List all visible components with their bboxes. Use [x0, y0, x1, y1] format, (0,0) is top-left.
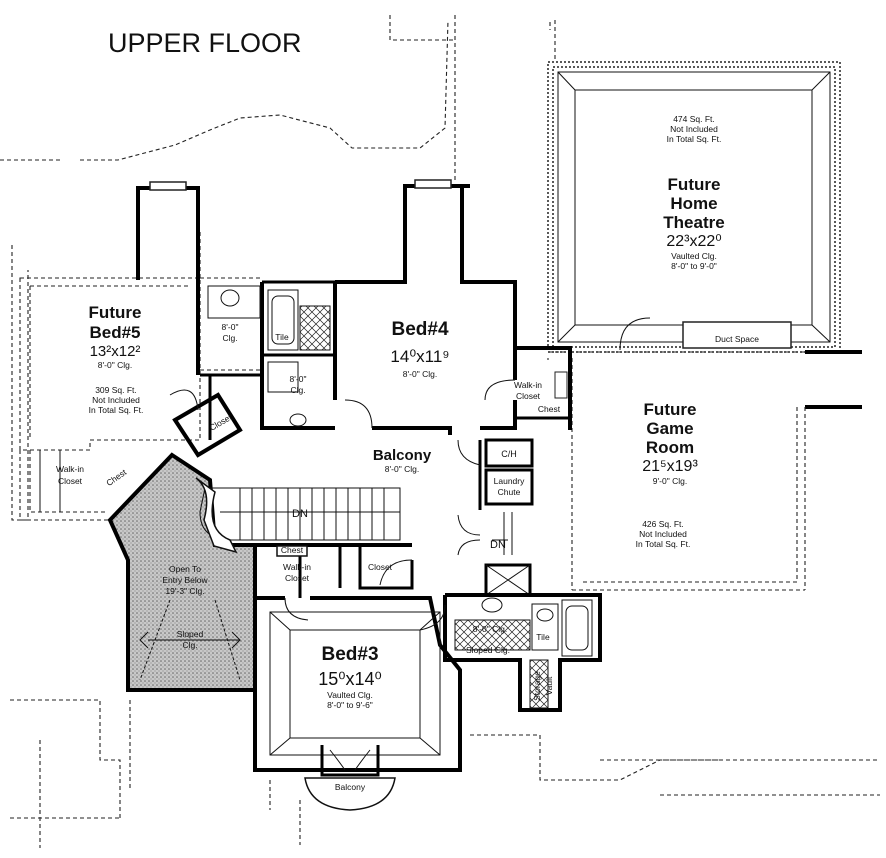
bed4-size: 14⁰x11⁹ — [390, 347, 449, 366]
open-entry-line2: Entry Below — [162, 575, 208, 585]
game-name-line1: Future — [644, 400, 697, 419]
bath-clg-label: Clg. — [290, 385, 305, 395]
storage-vault-line2: Vault — [544, 676, 554, 695]
bed3-walkin-line1: Walk-in — [283, 562, 311, 572]
hall-closet-label: Closet — [368, 562, 393, 572]
storage-vault-line1: Storage — [532, 671, 542, 701]
bed5-closet-label: Closet — [208, 412, 234, 433]
bed5-size: 13²x12² — [90, 343, 141, 360]
theatre-clg2: 8'-0" to 9'-0" — [671, 261, 717, 271]
open-sloped-line2: Clg. — [182, 640, 197, 650]
bath3-tile: Tile — [536, 632, 550, 642]
bed5-closet-clg-value: 8'-0" — [222, 322, 239, 332]
bed4-room — [333, 179, 572, 435]
duct-space-label: Duct Space — [715, 334, 759, 344]
bed3-walkin-line2: Closet — [285, 573, 310, 583]
game-size: 21⁵x19³ — [642, 458, 698, 475]
bed3-clg2: 8'-0" to 9'-6" — [327, 700, 373, 710]
bed3-balcony-label: Balcony — [335, 782, 366, 792]
theatre-note3: In Total Sq. Ft. — [667, 134, 722, 144]
ch-label: C/H — [501, 449, 517, 459]
stair2-dn-label: DN — [490, 539, 506, 551]
bed4-walkin-line1: Walk-in — [514, 380, 542, 390]
plan-title: UPPER FLOOR — [108, 28, 302, 58]
bed5-clg: 8'-0" Clg. — [98, 360, 132, 370]
balcony-clg: 8'-0" Clg. — [385, 464, 419, 474]
bed3-room — [253, 596, 462, 811]
theatre-clg1: Vaulted Clg. — [671, 251, 717, 261]
open-entry-line3: 19'-3" Clg. — [165, 586, 204, 596]
laundry-line1: Laundry — [494, 476, 525, 486]
theatre-name-line3: Theatre — [663, 213, 724, 232]
game-note2: Not Included — [639, 529, 687, 539]
bath3-clg: 8'-0" Clg. — [473, 624, 507, 634]
game-note3: In Total Sq. Ft. — [636, 539, 691, 549]
bed3-chest-label: Chest — [281, 545, 304, 555]
theatre-name-line2: Home — [670, 194, 717, 213]
bath-bed4 — [200, 280, 335, 440]
bed5-closet-clg-label: Clg. — [222, 333, 237, 343]
bed4-chest-label: Chest — [538, 404, 561, 414]
stair — [195, 477, 401, 554]
open-entry-line1: Open To — [169, 564, 201, 574]
bed5-note3: In Total Sq. Ft. — [89, 405, 144, 415]
theatre-room — [547, 61, 841, 353]
bed3-size: 15⁰x14⁰ — [318, 669, 381, 689]
bed5-walkin-line1: Walk-in — [56, 464, 84, 474]
bed5-walkin-line2: Closet — [58, 476, 83, 486]
balcony-name: Balcony — [373, 447, 432, 464]
chimney-bed5 — [136, 181, 200, 375]
bed5-name-line2: Bed#5 — [89, 323, 140, 342]
game-name-line2: Game — [646, 419, 693, 438]
bath-clg-value: 8'-0" — [290, 374, 307, 384]
game-note1: 426 Sq. Ft. — [642, 519, 684, 529]
bed5-outline — [19, 232, 262, 521]
bed4-name: Bed#4 — [391, 319, 448, 340]
ch-laundry — [457, 438, 534, 556]
stair-dn-label: DN — [292, 508, 308, 520]
theatre-note2: Not Included — [670, 124, 718, 134]
bed4-walkin-line2: Closet — [516, 391, 541, 401]
closets-below-balcony — [253, 543, 414, 598]
theatre-size: 22³x22⁰ — [666, 233, 721, 250]
bed5-note1: 309 Sq. Ft. — [95, 385, 137, 395]
theatre-note1: 474 Sq. Ft. — [673, 114, 715, 124]
bath-bed3 — [419, 563, 602, 712]
bed3-name: Bed#3 — [321, 644, 378, 665]
game-clg: 9'-0" Clg. — [653, 476, 687, 486]
bed5-note2: Not Included — [92, 395, 140, 405]
game-name-line3: Room — [646, 438, 694, 457]
bed5-name-line1: Future — [89, 303, 142, 322]
bath3-sloped: Sloped Clg. — [466, 645, 510, 655]
bed4-clg: 8'-0" Clg. — [403, 369, 437, 379]
bed3-clg1: Vaulted Clg. — [327, 690, 373, 700]
bed5-chest-label: Chest — [104, 467, 128, 488]
game-room — [547, 350, 862, 591]
closet-bed5 — [169, 389, 243, 458]
theatre-name-line1: Future — [668, 175, 721, 194]
open-sloped-line1: Sloped — [177, 629, 204, 639]
bath-tile-label: Tile — [275, 332, 289, 342]
laundry-line2: Chute — [498, 487, 521, 497]
